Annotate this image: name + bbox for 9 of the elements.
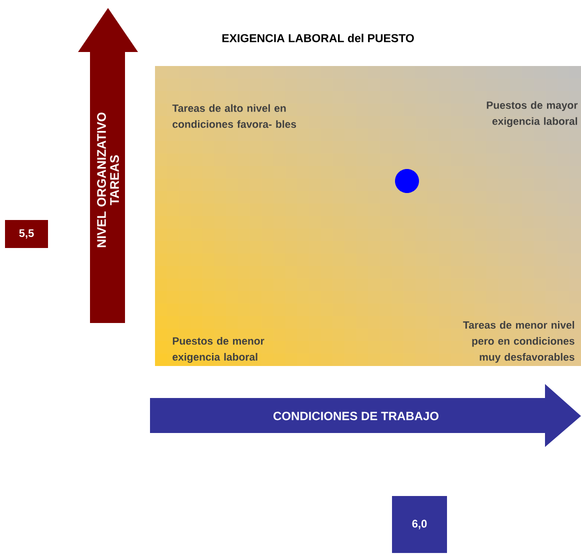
node-label: Tareas de alto nivel en condiciones favora- bles — [172, 104, 296, 128]
node-label: Puestos de menor exigencia laboral — [172, 336, 264, 363]
value-box: 5,5 — [5, 220, 48, 248]
node-label: Tareas de menor nivel pero en condiciones muy desfavorables — [463, 321, 574, 363]
dot-marker — [395, 169, 419, 193]
value-box: 6,0 — [392, 496, 447, 553]
title: EXIGENCIA LABORAL del PUESTO — [222, 34, 414, 42]
quadrant-panel: Tareas de alto nivel en condiciones favora- bles Puestos de mayor exigencia laboral Puestos de menor exigencia laboral Tareas de menor nivel pero en condiciones muy desfavorables — [155, 66, 581, 366]
node-label: Puestos de mayor exigencia laboral — [486, 101, 578, 128]
